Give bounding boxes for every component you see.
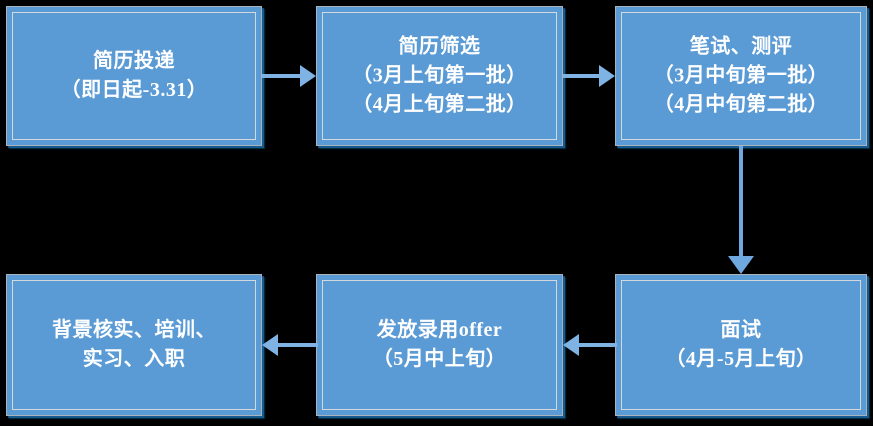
- arrow-offer-to-onboarding-icon: [262, 325, 318, 365]
- arrow-shaft: [577, 343, 617, 347]
- arrow-head-right-icon: [300, 65, 316, 87]
- node-label: 面试 （4月-5月上旬）: [665, 319, 817, 370]
- arrow-head-down-icon: [728, 256, 754, 274]
- node-interview[interactable]: 面试 （4月-5月上旬）: [615, 274, 867, 416]
- arrow-shaft: [262, 74, 302, 78]
- arrow-screening-to-written-test-icon: [563, 56, 617, 96]
- node-resume-submission[interactable]: 简历投递 （即日起-3.31）: [6, 6, 262, 146]
- node-label: 笔试、测评 （3月中旬第一批） （4月中旬第二批）: [653, 35, 829, 116]
- arrow-shaft: [739, 146, 743, 260]
- node-resume-screening[interactable]: 简历筛选 （3月上旬第一批） （4月上旬第二批）: [316, 6, 563, 146]
- arrow-shaft: [563, 74, 601, 78]
- arrow-head-right-icon: [599, 65, 615, 87]
- node-label: 简历投递 （即日起-3.31）: [60, 50, 208, 101]
- arrow-submission-to-screening-icon: [262, 56, 318, 96]
- node-offer-issuance[interactable]: 发放录用offer （5月中上旬）: [316, 274, 563, 416]
- arrow-head-left-icon: [563, 334, 579, 356]
- node-label: 简历筛选 （3月上旬第一批） （4月上旬第二批）: [352, 35, 527, 116]
- arrow-interview-to-offer-icon: [563, 325, 617, 365]
- node-label: 发放录用offer （5月中上旬）: [372, 319, 507, 370]
- node-label: 背景核实、培训、 实习、入职: [52, 319, 216, 370]
- arrow-written-test-to-interview-icon: [721, 146, 761, 276]
- node-background-check-training-onboarding[interactable]: 背景核实、培训、 实习、入职: [6, 274, 262, 416]
- arrow-head-left-icon: [262, 334, 278, 356]
- arrow-shaft: [276, 343, 318, 347]
- node-written-test-assessment[interactable]: 笔试、测评 （3月中旬第一批） （4月中旬第二批）: [615, 6, 867, 146]
